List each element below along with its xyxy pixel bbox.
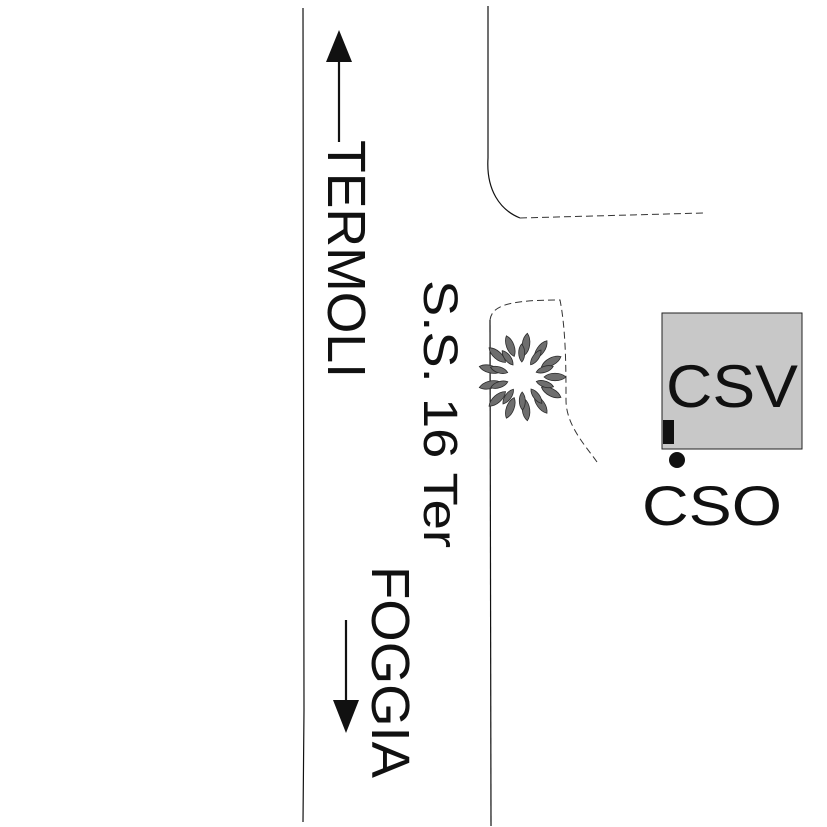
tree-leaf xyxy=(535,380,555,389)
tree-leaf xyxy=(530,388,543,404)
building-csv: CSV xyxy=(661,312,803,450)
road-west-edge xyxy=(302,7,305,823)
building-entrance-marker xyxy=(663,420,674,444)
tree-leaf xyxy=(505,397,516,419)
label-termoli: TERMOLI xyxy=(316,140,376,378)
tree-leaf xyxy=(540,355,562,368)
tree-leaf xyxy=(543,372,567,382)
tree-leaf xyxy=(518,343,526,363)
side-road xyxy=(489,212,704,463)
label-cso: CSO xyxy=(642,474,782,537)
road-east-edge-south xyxy=(489,319,492,827)
road-corner-curve xyxy=(487,157,521,219)
tree-leaf xyxy=(505,335,516,357)
tree-leaf xyxy=(501,350,514,366)
building-outline xyxy=(661,312,803,450)
label-road-name: S.S. 16 Ter xyxy=(413,280,466,548)
tree-leaf xyxy=(490,380,509,389)
tree-leaf xyxy=(488,347,506,363)
cso-point-icon xyxy=(669,452,685,468)
tree-leaf xyxy=(488,391,506,407)
tree-leaf xyxy=(518,391,526,411)
tree-leaf xyxy=(535,365,554,374)
driveway-edge xyxy=(489,299,598,463)
tree-icon xyxy=(478,332,567,422)
side-road-north-edge xyxy=(519,212,704,219)
south-arrow-icon xyxy=(333,620,359,733)
tree-leaf xyxy=(530,349,542,366)
north-arrow-icon xyxy=(326,30,352,142)
tree-leaf xyxy=(489,365,509,374)
label-csv: CSV xyxy=(666,353,798,420)
tree-leaf xyxy=(540,386,562,399)
label-foggia: FOGGIA xyxy=(360,566,420,778)
tree-leaf xyxy=(502,388,514,405)
